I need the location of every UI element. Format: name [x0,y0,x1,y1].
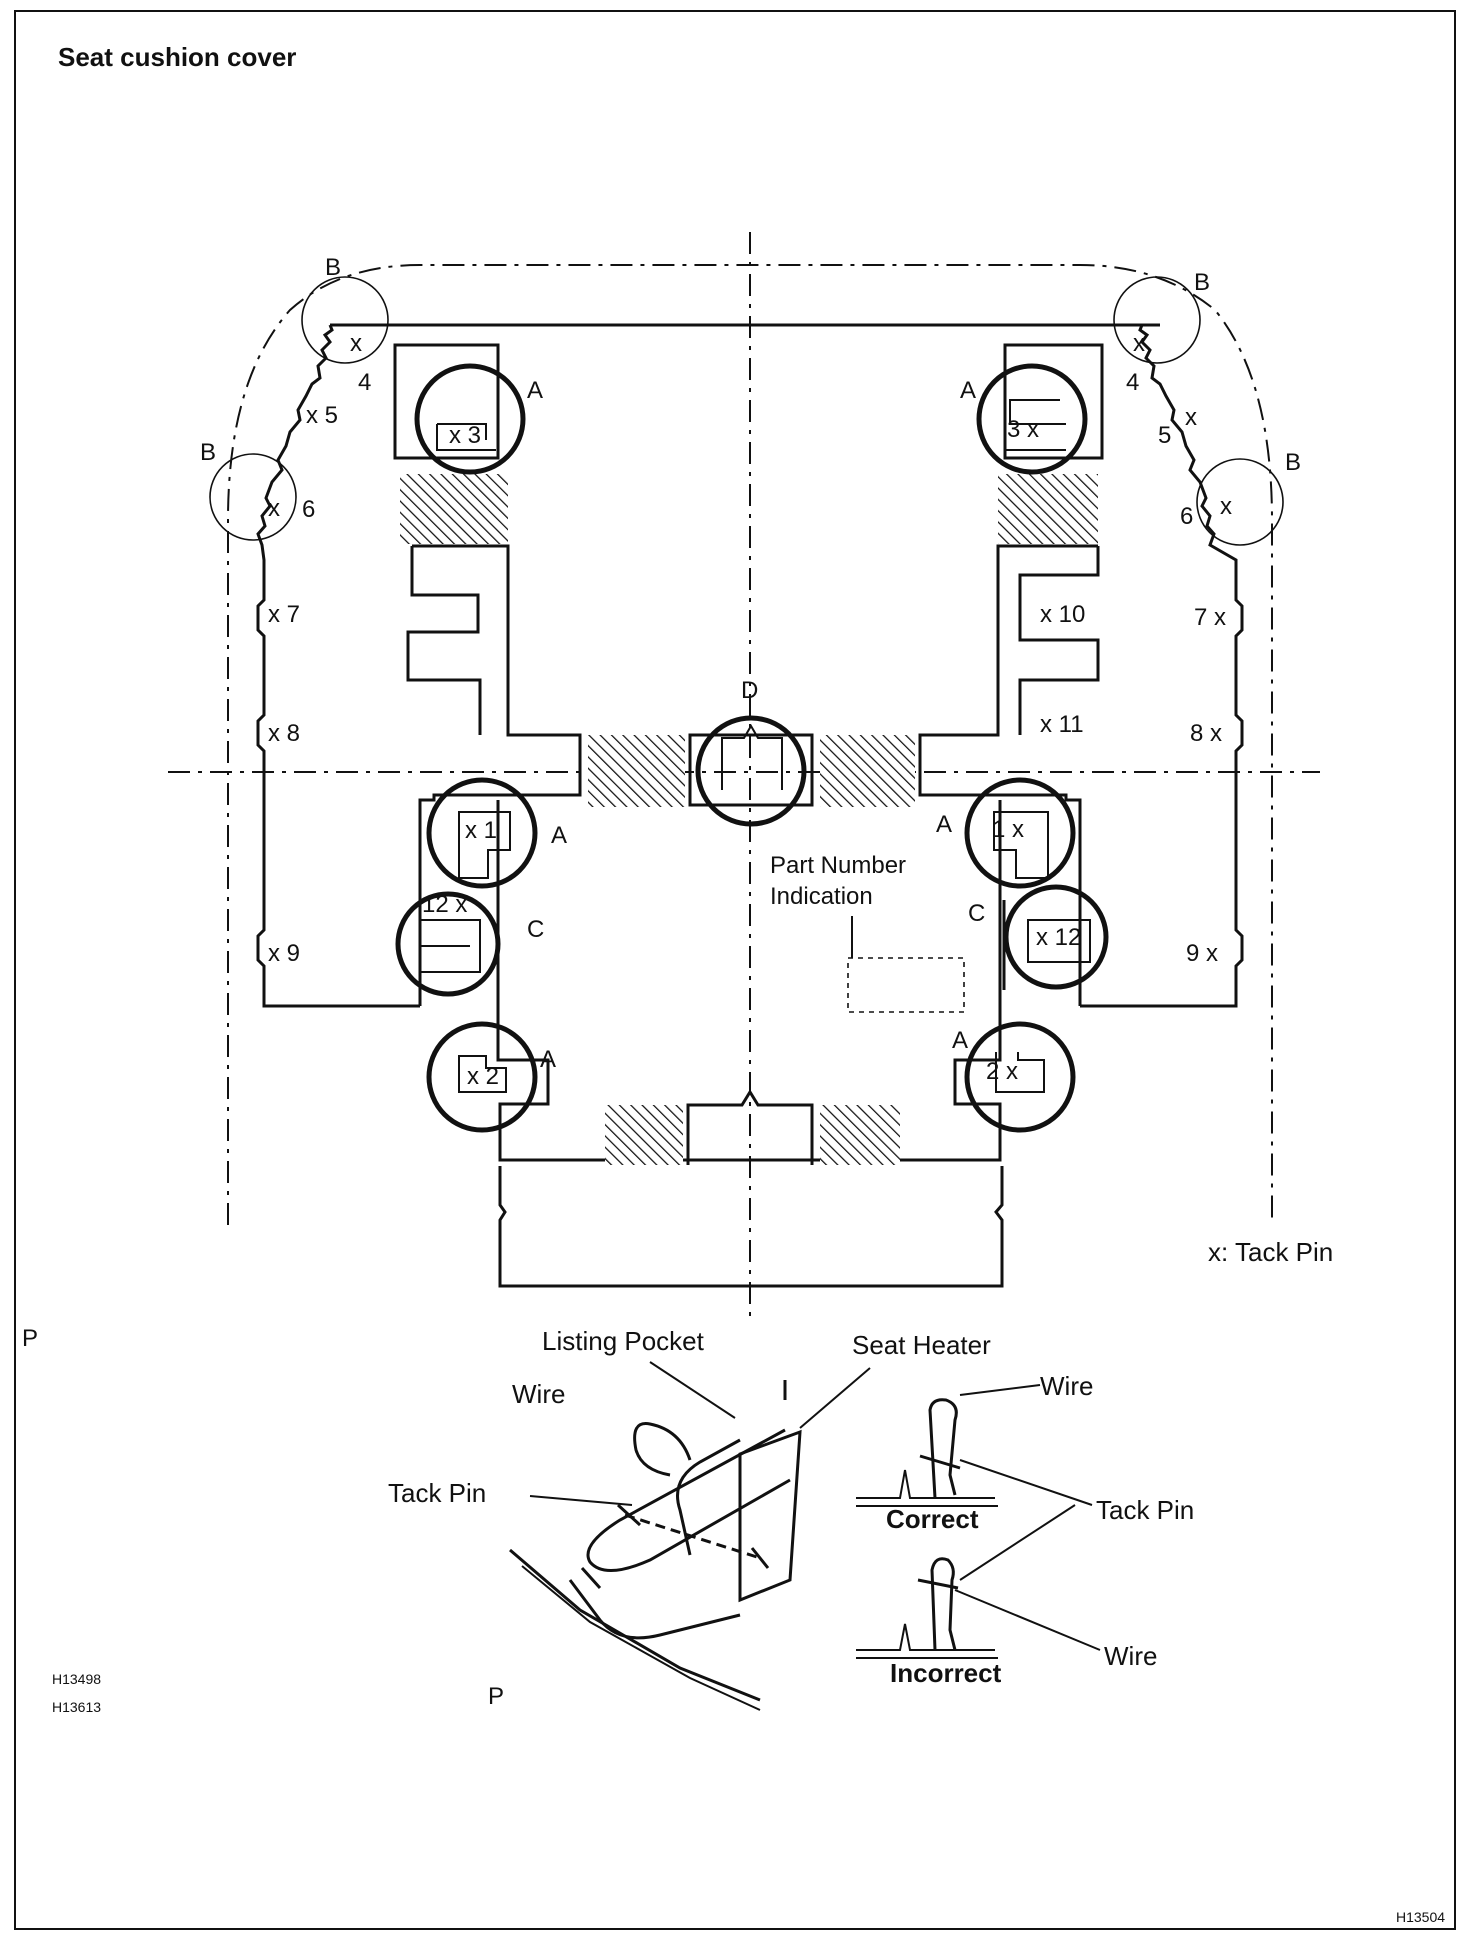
svg-text:Listing Pocket: Listing Pocket [542,1326,705,1356]
callout-a-left-low: x 2 A [426,1021,556,1133]
svg-text:x 8: x 8 [268,720,300,747]
svg-text:Tack Pin: Tack Pin [388,1478,486,1508]
callout-b-circle-left-top [301,276,389,364]
svg-text:x: x [1133,330,1145,357]
callout-b-circle-left-mid [209,453,297,541]
center-block [688,733,814,807]
figure-code-2: H13613 [52,1699,101,1715]
callout-a-left-upper: x 3 A [414,363,543,475]
svg-text:A: A [936,811,952,838]
svg-text:x: x [1185,404,1197,431]
svg-text:Wire: Wire [1040,1371,1093,1401]
svg-text:12 x: 12 x [422,891,467,918]
svg-text:D: D [741,677,758,704]
part-number-label-line1: Part Number [770,852,906,879]
callout-c-right: x 12 C [968,884,1109,990]
left-center-body [406,544,1002,1162]
figure-frame [14,10,1456,1930]
svg-text:x 11: x 11 [1040,711,1084,738]
part-number-label-line2: Indication [770,883,873,910]
left-panel [393,343,500,460]
svg-text:6: 6 [302,496,315,523]
label-b-right-top: B [1194,269,1210,296]
callout-a-right-low: 2 x A [952,1021,1076,1133]
page-mark-p-left: P [22,1325,38,1352]
left-outer-edge [256,324,420,1008]
svg-text:x 10: x 10 [1040,601,1085,628]
svg-text:6: 6 [1180,503,1193,530]
hatch-right-mid [820,735,915,807]
svg-text:x 7: x 7 [268,601,300,628]
svg-text:x 1: x 1 [465,817,497,844]
label-b-right-mid: B [1285,449,1301,476]
svg-text:x 5: x 5 [306,402,338,429]
svg-text:A: A [960,377,976,404]
callout-b-circle-right-mid [1196,458,1284,546]
figure-code-3: H13504 [1396,1909,1445,1925]
bottom-tongue [498,1166,1004,1288]
bottom-center-notch [686,1089,814,1165]
svg-text:A: A [551,822,567,849]
callout-a-right-mid: 1 x A [936,777,1076,889]
right-panel [1003,343,1104,460]
tack-pin-legend: x: Tack Pin [1208,1237,1333,1267]
svg-text:A: A [952,1027,968,1054]
label-b-left-top: B [325,254,341,281]
right-center-body [918,544,1100,1006]
svg-text:x: x [268,495,280,522]
svg-text:x: x [350,330,362,357]
svg-text:A: A [527,377,543,404]
svg-text:Correct: Correct [886,1504,979,1534]
svg-text:x 3: x 3 [449,422,481,449]
svg-text:5: 5 [1158,422,1171,449]
right-pin-labels: x 4 5 x 6 x x 10 x 11 7 x 8 x 9 x [1040,330,1232,967]
svg-text:x 9: x 9 [268,940,300,967]
svg-text:Incorrect: Incorrect [890,1658,1002,1688]
hatch-left-top [400,474,508,544]
right-outer-edge [1080,324,1244,1008]
hatch-bottom-right [820,1105,900,1165]
svg-text:C: C [968,900,985,927]
label-b-left-mid: B [200,439,216,466]
svg-text:1 x: 1 x [992,816,1024,843]
svg-text:C: C [527,916,544,943]
svg-text:x 2: x 2 [467,1063,499,1090]
svg-text:4: 4 [1126,369,1139,396]
part-number-box [847,957,965,1013]
listing-pocket-detail: Listing Pocket Seat Heater Wire Tack Pin [388,1326,991,1711]
correct-incorrect-detail: Wire Tack Pin Wire Correct Incorrect [856,1371,1194,1688]
svg-text:8 x: 8 x [1190,720,1222,747]
svg-text:7 x: 7 x [1194,604,1226,631]
callout-d: D [695,677,807,827]
svg-text:A: A [540,1046,556,1073]
diagram-title: Seat cushion cover [58,42,296,72]
callout-a-right-upper: 3 x A [960,363,1088,475]
callout-b-circle-right-top [1113,276,1201,364]
svg-text:Wire: Wire [512,1379,565,1409]
svg-text:Wire: Wire [1104,1641,1157,1671]
callout-c-left: 12 x C [395,891,544,997]
svg-text:Tack Pin: Tack Pin [1096,1495,1194,1525]
svg-text:4: 4 [358,369,371,396]
svg-text:2 x: 2 x [986,1058,1018,1085]
callout-a-left-mid: x 1 A [426,777,567,889]
hatch-bottom-left [605,1105,683,1165]
svg-text:x 12: x 12 [1036,924,1081,951]
left-pin-labels: x 4 x 5 x 6 x 7 x 8 x 9 [268,330,371,967]
svg-text:Seat Heater: Seat Heater [852,1330,991,1360]
svg-text:9 x: 9 x [1186,940,1218,967]
svg-text:3 x: 3 x [1007,416,1039,443]
page-mark-p-bottom: P [488,1683,504,1710]
svg-text:x: x [1220,493,1232,520]
figure-code-1: H13498 [52,1671,101,1687]
hatch-left-mid [588,735,685,807]
hatch-right-top [998,474,1098,544]
